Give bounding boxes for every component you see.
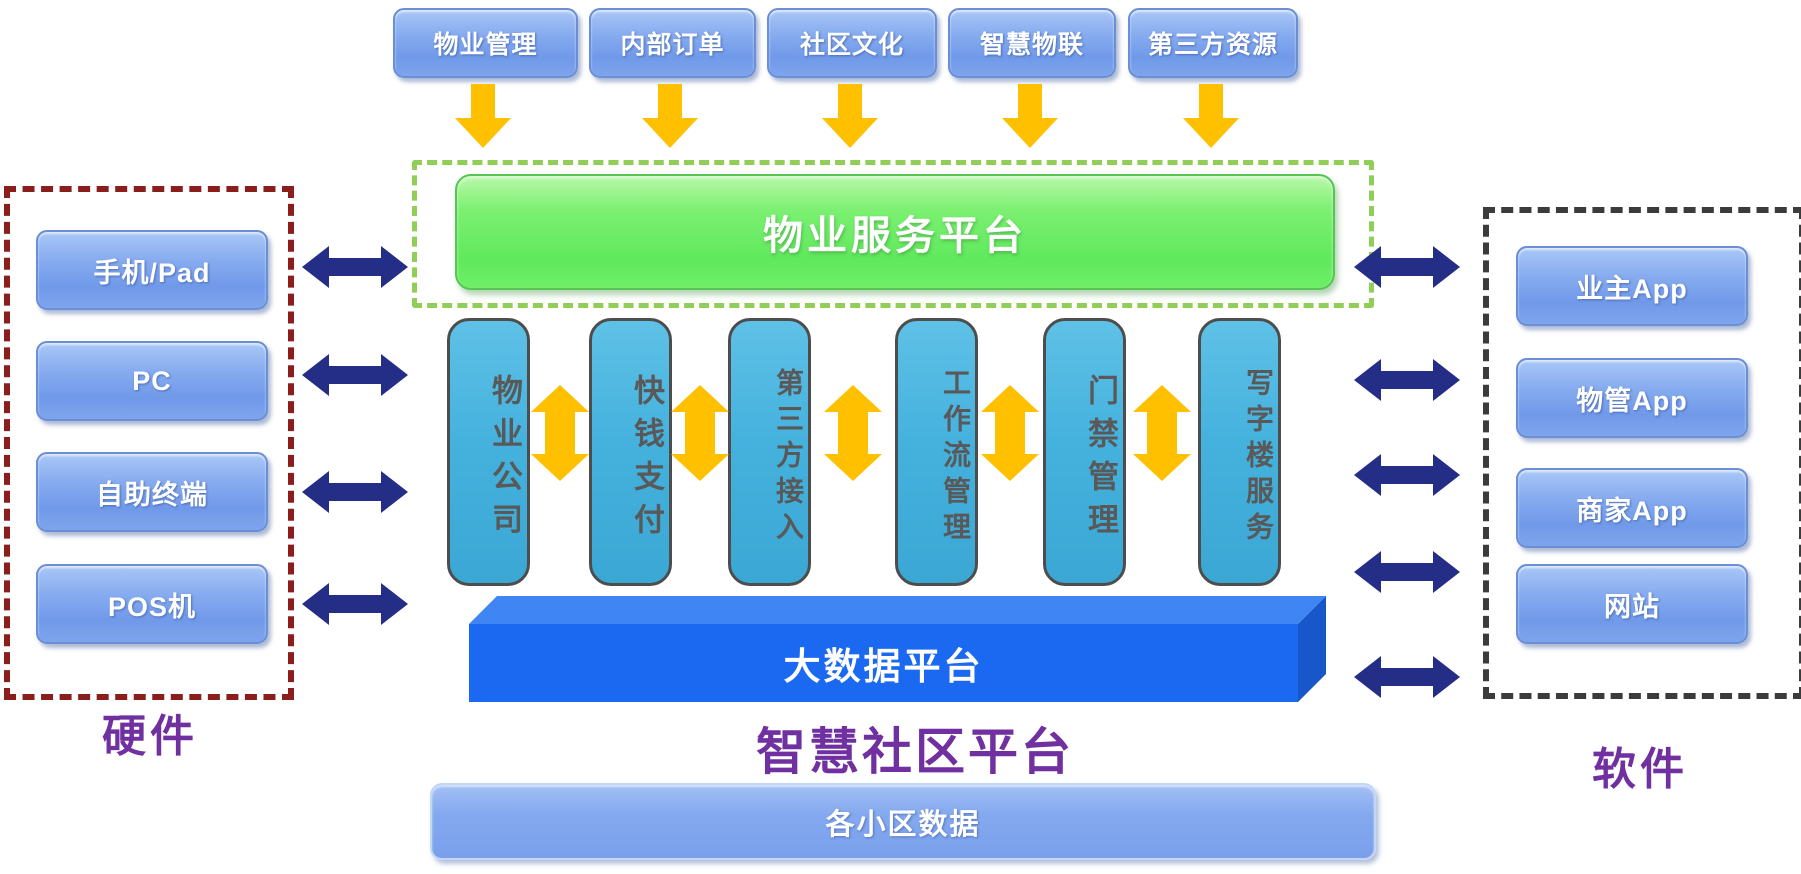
double-arrow-icon	[1354, 359, 1460, 401]
node-label: 内部订单	[620, 31, 725, 59]
node-label: 自助终端	[96, 479, 208, 510]
node-pc: PC	[36, 341, 268, 421]
node-label: 业主App	[1576, 273, 1688, 304]
node-self-service-terminal: 自助终端	[36, 452, 268, 532]
node-label: POS机	[107, 591, 197, 622]
pillar-thirdparty-access: 第三方接入	[728, 318, 811, 586]
node-community-culture: 社区文化	[767, 8, 937, 78]
pillar-99bill-payment: 快钱支付	[589, 318, 672, 586]
vertical-double-arrow-icon	[531, 385, 589, 481]
node-property-management: 物业管理	[393, 8, 578, 78]
data-bar-label: 各小区数据	[825, 808, 981, 841]
hardware-group-frame	[4, 186, 294, 700]
pillar-access-control: 门禁管理	[1043, 318, 1126, 586]
pillar-office-building-service: 写字楼服务	[1198, 318, 1281, 586]
double-arrow-icon	[1354, 454, 1460, 496]
pillar-label: 门禁管理	[1082, 374, 1118, 546]
double-arrow-icon	[302, 471, 408, 513]
vertical-double-arrow-icon	[824, 385, 882, 481]
software-label-text: 软件	[1592, 745, 1688, 794]
node-property-mgmt-app: 物管App	[1516, 358, 1748, 438]
service-platform-dashed-frame	[412, 160, 1374, 308]
pillar-property-company: 物业公司	[447, 318, 530, 586]
double-arrow-icon	[302, 583, 408, 625]
node-bigdata-platform: 大数据平台	[469, 624, 1298, 702]
node-label: 物业管理	[433, 31, 538, 59]
node-label: 网站	[1604, 591, 1660, 622]
node-label: 第三方资源	[1147, 31, 1278, 59]
node-label: 商家App	[1576, 495, 1688, 526]
software-group-label: 软件	[1530, 733, 1750, 797]
pillar-label: 快钱支付	[628, 374, 664, 546]
node-label: 物管App	[1576, 385, 1688, 416]
vertical-double-arrow-icon	[981, 385, 1039, 481]
hardware-group-label: 硬件	[40, 700, 260, 764]
vertical-double-arrow-icon	[671, 385, 729, 481]
down-arrow-icon	[1002, 84, 1058, 148]
node-property-service-platform: 物业服务平台	[455, 174, 1335, 290]
double-arrow-icon	[302, 354, 408, 396]
pillar-label: 物业公司	[486, 374, 522, 546]
vertical-double-arrow-icon	[1133, 385, 1191, 481]
pillar-label: 写字楼服务	[1242, 368, 1275, 548]
node-owner-app: 业主App	[1516, 246, 1748, 326]
diagram-title: 智慧社区平台	[650, 712, 1180, 784]
node-pos-machine: POS机	[36, 564, 268, 644]
node-label: 手机/Pad	[93, 257, 211, 288]
down-arrow-icon	[642, 84, 698, 148]
node-community-data: 各小区数据	[430, 783, 1376, 860]
node-label: 智慧物联	[979, 31, 1084, 59]
down-arrow-icon	[1183, 84, 1239, 148]
diagram-title-text: 智慧社区平台	[756, 724, 1074, 780]
node-mobile-pad: 手机/Pad	[36, 230, 268, 310]
hardware-label-text: 硬件	[102, 712, 198, 761]
double-arrow-icon	[1354, 656, 1460, 698]
software-group-frame	[1483, 207, 1801, 699]
down-arrow-icon	[455, 84, 511, 148]
bigdata-label-text: 大数据平台	[783, 646, 984, 687]
double-arrow-icon	[1354, 246, 1460, 288]
pillar-workflow-management: 工作流管理	[895, 318, 978, 586]
down-arrow-icon	[822, 84, 878, 148]
node-website: 网站	[1516, 564, 1748, 644]
pillar-label: 第三方接入	[772, 368, 805, 548]
platform-title: 物业服务平台	[763, 214, 1027, 258]
double-arrow-icon	[302, 246, 408, 288]
node-label: 社区文化	[799, 31, 904, 59]
double-arrow-icon	[1354, 551, 1460, 593]
pillar-label: 工作流管理	[939, 368, 972, 548]
node-smart-iot: 智慧物联	[948, 8, 1116, 78]
node-label: PC	[132, 365, 172, 396]
node-internal-orders: 内部订单	[589, 8, 756, 78]
bigdata-platform-3d-box	[469, 596, 1326, 702]
node-merchant-app: 商家App	[1516, 468, 1748, 548]
node-thirdparty-resources: 第三方资源	[1128, 8, 1298, 78]
